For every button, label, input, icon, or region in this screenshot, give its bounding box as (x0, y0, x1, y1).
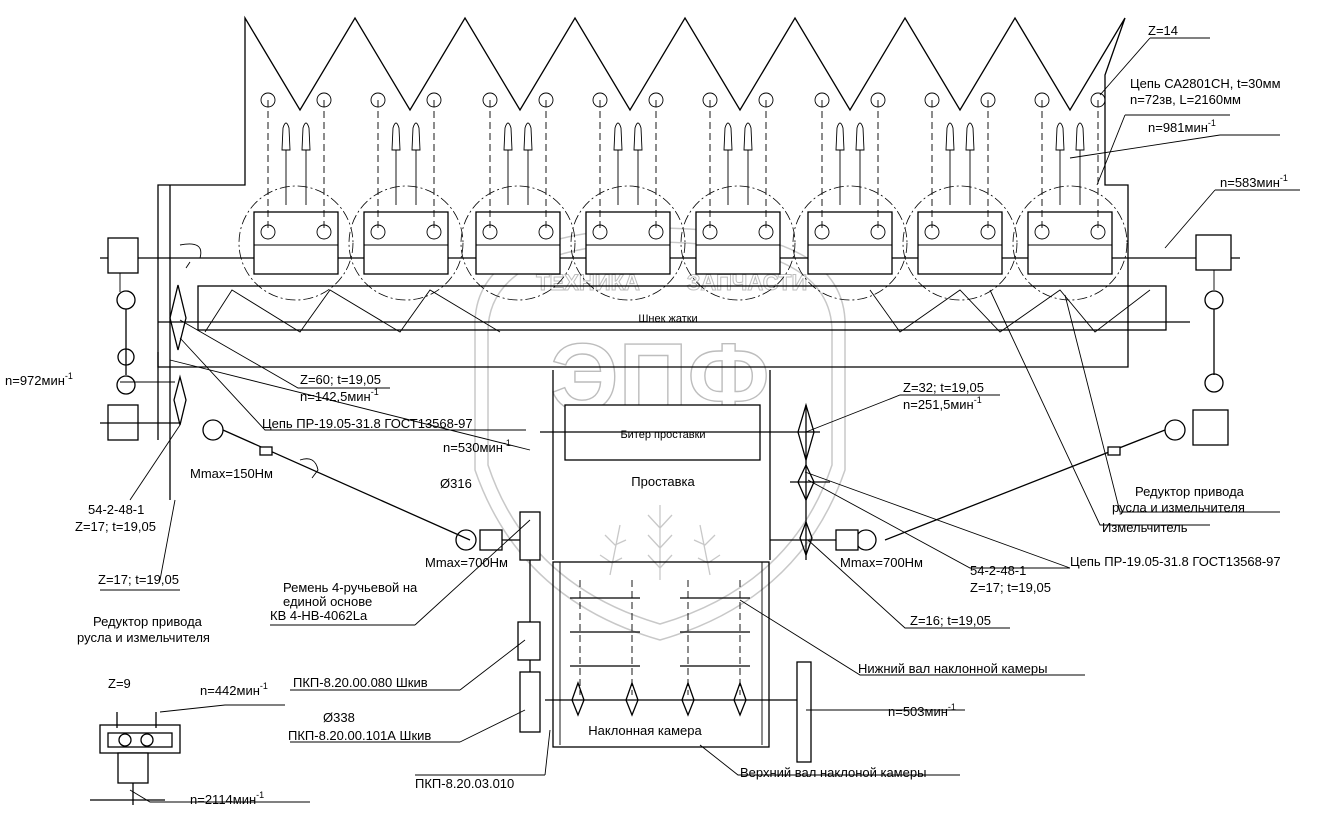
speed-530-label: n=530мин-1 (443, 438, 511, 455)
chain-left-label: Цепь ПР-19.05-31.8 ГОСТ13568-97 (262, 416, 473, 431)
speed-142-label: n=142,5мин-1 (300, 387, 379, 404)
pulley-080-label: ПКП-8.20.00.080 Шкив (293, 675, 428, 690)
pulley-d338-label: Ø338 (323, 710, 355, 725)
feeder-house-label: Наклонная камера (588, 723, 702, 738)
sprocket-z32-label: Z=32; t=19,05 (903, 380, 984, 395)
row-unit (348, 92, 464, 301)
row-unit (460, 92, 576, 301)
row-unit (680, 92, 796, 301)
speed-583-label: n=583мин-1 (1220, 173, 1288, 190)
speed-442-label: n=442мин-1 (200, 681, 268, 698)
part-left-label: 54-2-48-1 (88, 502, 144, 517)
adapter-section: Битер проставки Проставка (540, 370, 830, 560)
feeder-house: Наклонная камера (545, 561, 812, 763)
row-units (238, 92, 1128, 301)
torque-700-right-label: Mmax=700Нм (840, 555, 923, 570)
row-unit (570, 92, 686, 301)
reducer-left-label-1: Редуктор привода (93, 614, 203, 629)
row-unit (238, 92, 354, 301)
part-8-20-03-010-label: ПКП-8.20.03.010 (415, 776, 514, 791)
reducer-right-label-2: русла и измельчителя (1112, 500, 1245, 515)
speed-972-label: n=972мин-1 (5, 371, 73, 388)
header-auger: Шнек жатки (197, 285, 1167, 333)
sprocket-z16-label: Z=16; t=19,05 (910, 613, 991, 628)
row-unit (902, 92, 1018, 301)
leader-lines (100, 37, 1300, 803)
sprocket-right-z17-label: Z=17; t=19,05 (970, 580, 1051, 595)
belt-label-1: Ремень 4-ручьевой на (283, 580, 418, 595)
belt-label-2: единой основе (283, 594, 372, 609)
speed-503-label: n=503мин-1 (888, 702, 956, 719)
chain-ca2801-spec-label: n=72зв, L=2160мм (1130, 92, 1241, 107)
left-drive (100, 185, 471, 541)
auger-label: Шнек жатки (638, 313, 697, 325)
belt-label-3: КВ 4-НВ-4062La (270, 608, 368, 623)
belt-drive (455, 511, 877, 733)
chopper-label: Измельчитель (1102, 520, 1188, 535)
speed-2114-label: n=2114мин-1 (190, 790, 264, 807)
header-outline (157, 15, 1129, 368)
sprocket-z60-label: Z=60; t=19,05 (300, 372, 381, 387)
watermark-wheat-icon (599, 505, 721, 580)
pulley-101a-label: ПКП-8.20.00.101А Шкив (288, 728, 431, 743)
part-right-label: 54-2-48-1 (970, 563, 1026, 578)
speed-981-label: n=981мин-1 (1148, 118, 1216, 135)
sprocket-z9-label: Z=9 (108, 676, 131, 691)
torque-700-left-label: Mmax=700Нм (425, 555, 508, 570)
right-drive (884, 234, 1232, 541)
speed-251-label: n=251,5мин-1 (903, 395, 982, 412)
upper-shaft-label: Верхний вал наклоной камеры (740, 765, 926, 780)
sprocket-left-z17-label: Z=17; t=19,05 (75, 519, 156, 534)
bottom-reducer (90, 712, 181, 805)
reducer-right-label-1: Редуктор привода (1135, 484, 1245, 499)
annotations: Z=14 Цепь СА2801СН, t=30мм n=72зв, L=216… (5, 23, 1288, 807)
row-unit (792, 92, 908, 301)
sprocket-z14-label: Z=14 (1148, 23, 1178, 38)
sprocket-z17-label: Z=17; t=19,05 (98, 572, 179, 587)
row-unit (1012, 92, 1128, 301)
beater-label: Битер проставки (620, 429, 705, 441)
lower-shaft-label: Нижний вал наклонной камеры (858, 661, 1047, 676)
chain-ca2801-label: Цепь СА2801СН, t=30мм (1130, 76, 1281, 91)
chain-right-label: Цепь ПР-19.05-31.8 ГОСТ13568-97 (1070, 554, 1281, 569)
adapter-label: Проставка (631, 474, 695, 489)
torque-150-label: Mmax=150Нм (190, 466, 273, 481)
reducer-left-label-2: русла и измельчителя (77, 630, 210, 645)
pulley-d316-label: Ø316 (440, 476, 472, 491)
